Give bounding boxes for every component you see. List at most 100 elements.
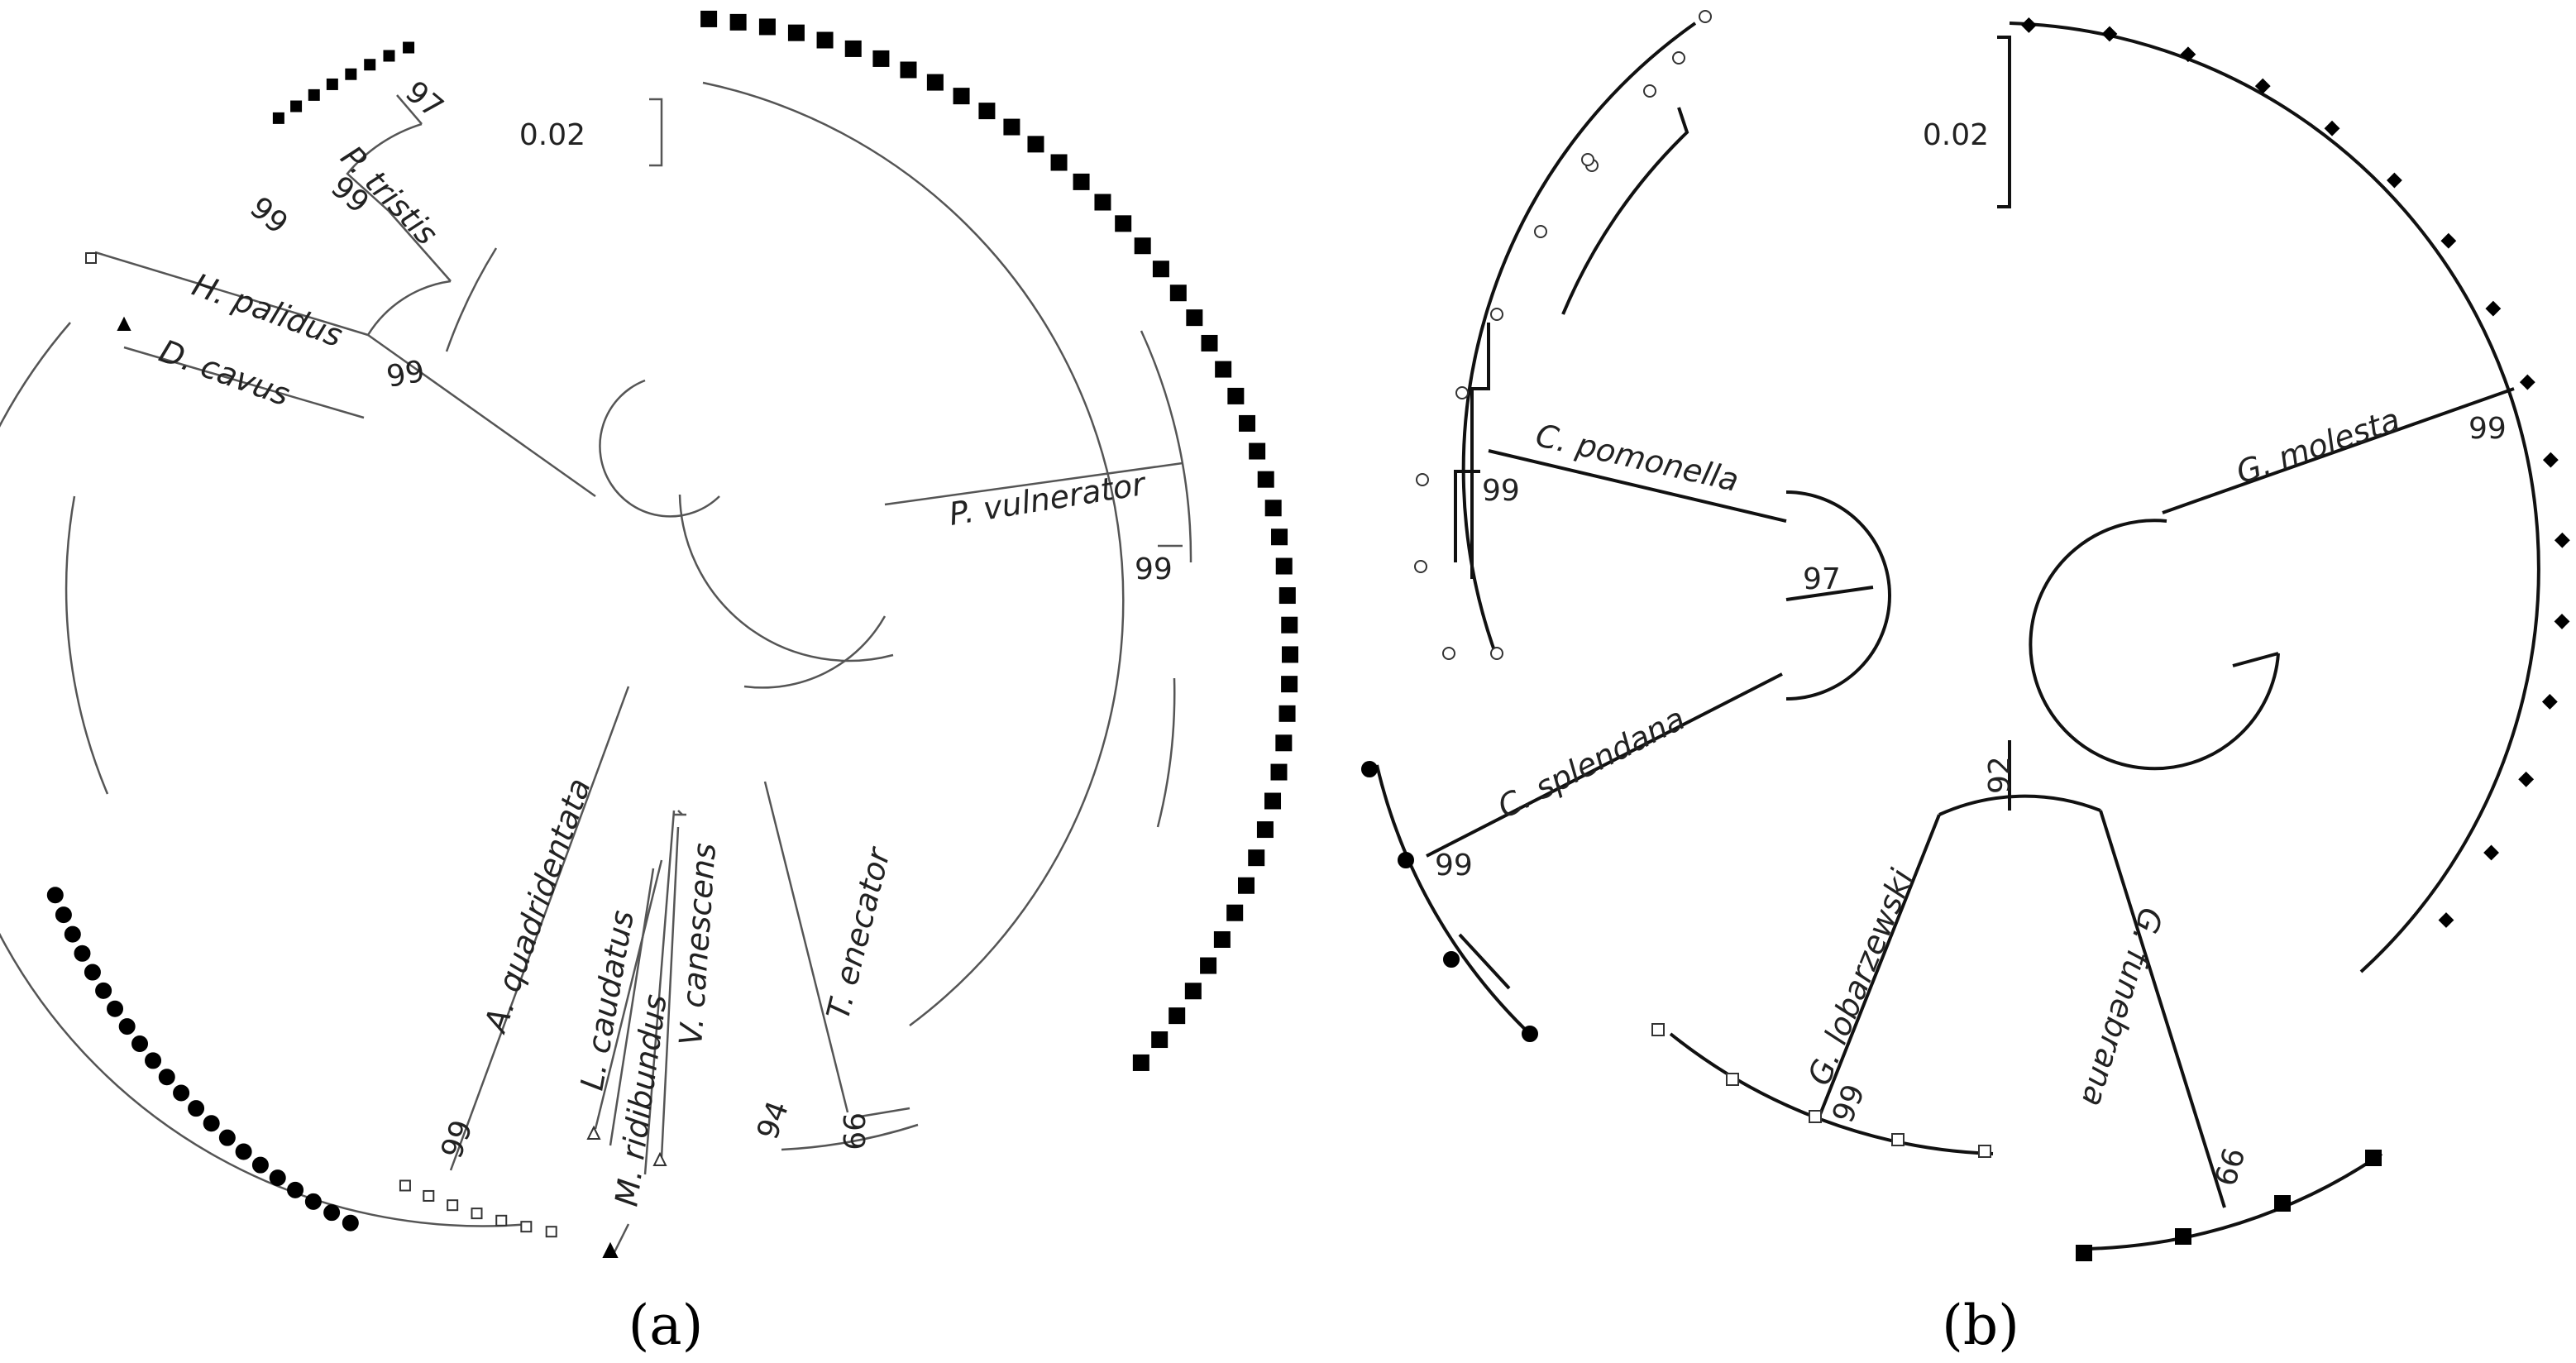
tip-marker — [1490, 647, 1503, 660]
label-g-molesta: G. molesta — [2232, 401, 2405, 491]
tip-marker — [1132, 1054, 1149, 1071]
tip-marker — [2076, 1245, 2092, 1261]
tip-marker — [1134, 237, 1151, 255]
tip-marker — [2274, 1195, 2291, 1212]
tip-marker — [118, 1018, 136, 1035]
tip-marker — [2254, 78, 2271, 94]
tip-marker — [758, 18, 776, 36]
tip-marker — [1651, 1023, 1665, 1036]
bootstrap-a-pvul: 99 — [1135, 552, 1173, 586]
tip-marker — [269, 1169, 286, 1187]
tip-marker — [85, 252, 97, 264]
label-v-canescens: V. canescens — [672, 842, 723, 1047]
tip-marker — [729, 13, 747, 31]
bootstrap-a-tenec: 99 — [836, 1112, 870, 1150]
tip-marker — [1257, 471, 1274, 488]
tip-marker — [1264, 792, 1282, 810]
tip-marker — [2518, 771, 2535, 787]
tip-marker — [1226, 904, 1244, 921]
tip-marker — [235, 1143, 252, 1160]
tip-marker — [2542, 452, 2559, 468]
panel-b-tree — [1375, 22, 2540, 1251]
label-a-quadridentata: A. quadridentata — [476, 773, 598, 1038]
tip-marker — [117, 316, 131, 331]
tip-marker — [545, 1226, 557, 1238]
tip-marker — [1256, 821, 1274, 839]
tip-marker — [251, 1156, 269, 1174]
tip-marker — [1809, 1110, 1822, 1123]
tip-marker — [1050, 154, 1068, 171]
panel-label-a: (a) — [628, 1294, 704, 1357]
tip-marker — [2440, 232, 2457, 249]
tip-marker — [2554, 532, 2570, 548]
tip-marker — [872, 50, 890, 67]
tip-marker — [1278, 587, 1296, 605]
bootstrap-a-aquad: 99 — [435, 1116, 480, 1163]
tip-marker — [287, 1181, 304, 1198]
tip-marker — [471, 1208, 483, 1220]
tip-marker — [978, 103, 996, 120]
tip-marker — [1278, 705, 1296, 722]
label-d-cavus: D. cavus — [155, 332, 294, 413]
tip-marker — [1443, 951, 1460, 968]
tip-marker — [46, 887, 64, 904]
tip-marker — [1534, 225, 1547, 238]
panel-a-tree — [0, 81, 1192, 1258]
tip-marker — [1200, 957, 1217, 974]
panel-b-tip-markers — [1361, 10, 2570, 1261]
tip-marker — [173, 1084, 190, 1102]
tip-marker — [1455, 386, 1469, 399]
tip-marker — [652, 1151, 667, 1166]
tip-marker — [700, 10, 718, 27]
tip-marker — [304, 1193, 322, 1210]
tip-marker — [787, 24, 805, 41]
tip-marker — [74, 945, 91, 962]
label-h-palidus: H. palidus — [188, 266, 347, 354]
tip-marker — [131, 1035, 149, 1053]
bootstrap-a-tristis-inner: 99 — [243, 190, 294, 241]
tip-marker — [1237, 877, 1255, 894]
tip-marker — [2519, 374, 2535, 390]
tip-marker — [2485, 300, 2502, 317]
tip-marker — [2101, 26, 2118, 42]
tip-marker — [55, 906, 72, 924]
label-t-enecator: T. enecator — [820, 843, 897, 1023]
tip-marker — [1581, 153, 1594, 166]
tip-marker — [345, 68, 357, 80]
tip-marker — [290, 100, 303, 112]
tip-marker — [2365, 1150, 2382, 1166]
tip-marker — [64, 925, 81, 943]
tip-marker — [1398, 852, 1414, 868]
tip-marker — [520, 1221, 533, 1233]
tip-marker — [1073, 173, 1090, 190]
tip-marker — [2438, 912, 2454, 928]
tip-marker — [1891, 1133, 1905, 1146]
scale-bar-label-a: 0.02 — [519, 118, 585, 152]
tip-marker — [1414, 560, 1427, 573]
tip-marker — [953, 88, 970, 105]
tip-marker — [1094, 194, 1111, 211]
tip-marker — [1184, 983, 1202, 1000]
bootstrap-b-csplen: 99 — [1435, 849, 1473, 882]
tip-marker — [1169, 1007, 1186, 1025]
tip-marker — [1270, 763, 1288, 781]
label-g-funebrana: G. funebrana — [2075, 903, 2170, 1111]
tip-marker — [2324, 120, 2340, 136]
tip-marker — [423, 1189, 435, 1202]
tip-marker — [342, 1214, 359, 1231]
tip-marker — [1726, 1073, 1739, 1086]
tip-marker — [1672, 51, 1685, 65]
bootstrap-a-tristis-top: 97 — [399, 74, 449, 125]
tip-marker — [1416, 473, 1429, 486]
tip-marker — [218, 1129, 236, 1146]
tip-marker — [1978, 1145, 1991, 1158]
tip-marker — [1186, 309, 1203, 327]
tip-marker — [1213, 931, 1231, 949]
tip-marker — [602, 1241, 619, 1258]
bootstrap-b-grap: 92 — [1983, 756, 2017, 794]
tip-marker — [1281, 646, 1298, 663]
tip-marker — [364, 59, 376, 71]
tip-marker — [326, 78, 338, 90]
tip-marker — [2541, 694, 2558, 710]
